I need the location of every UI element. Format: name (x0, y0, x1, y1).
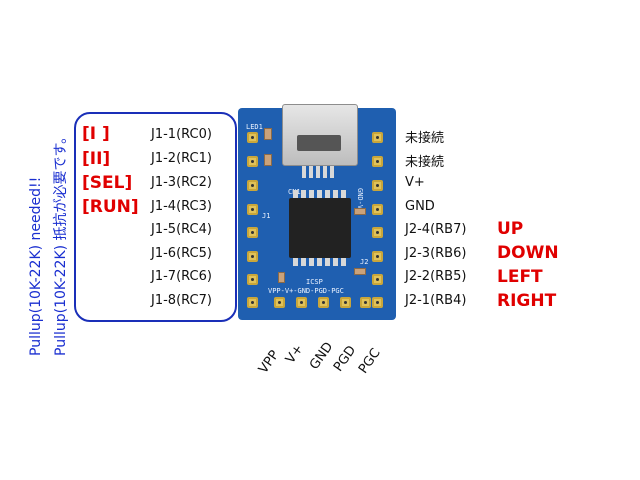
bottom-pin-label-vpp: VPP (256, 347, 283, 377)
bottom-pin-label-pgc: PGC (356, 345, 384, 377)
left-pin-label-7: J1-7(RC6) (151, 269, 212, 284)
direction-label-down: DOWN (497, 243, 559, 263)
left-pin-label-2: J1-2(RC1) (151, 151, 212, 166)
direction-label-right: RIGHT (497, 291, 557, 311)
left-pin-label-8: J1-8(RC7) (151, 293, 212, 308)
usb-connector (282, 104, 358, 166)
bottom-pin-label-vplus: V+ (283, 341, 307, 367)
right-pin-label-4: GND (405, 199, 435, 214)
button-label-4: [RUN] (82, 197, 139, 217)
button-label-3: [SEL] (82, 173, 133, 193)
left-pins-bracket (74, 112, 237, 322)
right-pin-label-2: 未接続 (405, 155, 445, 170)
direction-label-up: UP (497, 219, 524, 239)
right-pin-label-7: J2-2(RB5) (405, 269, 467, 284)
silk-j2-label: J2 (360, 258, 369, 266)
right-pin-label-5: J2-4(RB7) (405, 222, 467, 237)
right-pin-label-1: 未接続 (405, 131, 445, 146)
right-pin-label-6: J2-3(RB6) (405, 246, 467, 261)
silk-icsp-label: ICSP (306, 278, 323, 286)
left-pin-label-6: J1-6(RC5) (151, 246, 212, 261)
silk-j1-label: J1 (262, 212, 271, 220)
pullup-note-en: Pullup(10K-22K) needed!! (28, 176, 44, 356)
left-pin-label-5: J1-5(RC4) (151, 222, 212, 237)
bottom-pin-label-gnd: GND (307, 339, 337, 373)
microcontroller-chip (289, 190, 351, 266)
silk-led-label: LED1 (246, 123, 263, 131)
silk-icsp-pins: VPP-V+-GND-PGD-PGC (268, 287, 344, 295)
direction-label-left: LEFT (497, 267, 543, 287)
button-label-1: [I ] (82, 124, 110, 144)
right-pin-label-3: V+ (405, 175, 425, 190)
left-pin-label-3: J1-3(RC2) (151, 175, 212, 190)
button-label-2: [II] (82, 149, 111, 169)
pullup-note-jp: Pullup(10K-22K) 抵抗が必要です。 (53, 129, 69, 356)
right-pin-label-8: J2-1(RB4) (405, 293, 467, 308)
left-pin-label-1: J1-1(RC0) (151, 127, 212, 142)
left-pin-label-4: J1-4(RC3) (151, 199, 212, 214)
